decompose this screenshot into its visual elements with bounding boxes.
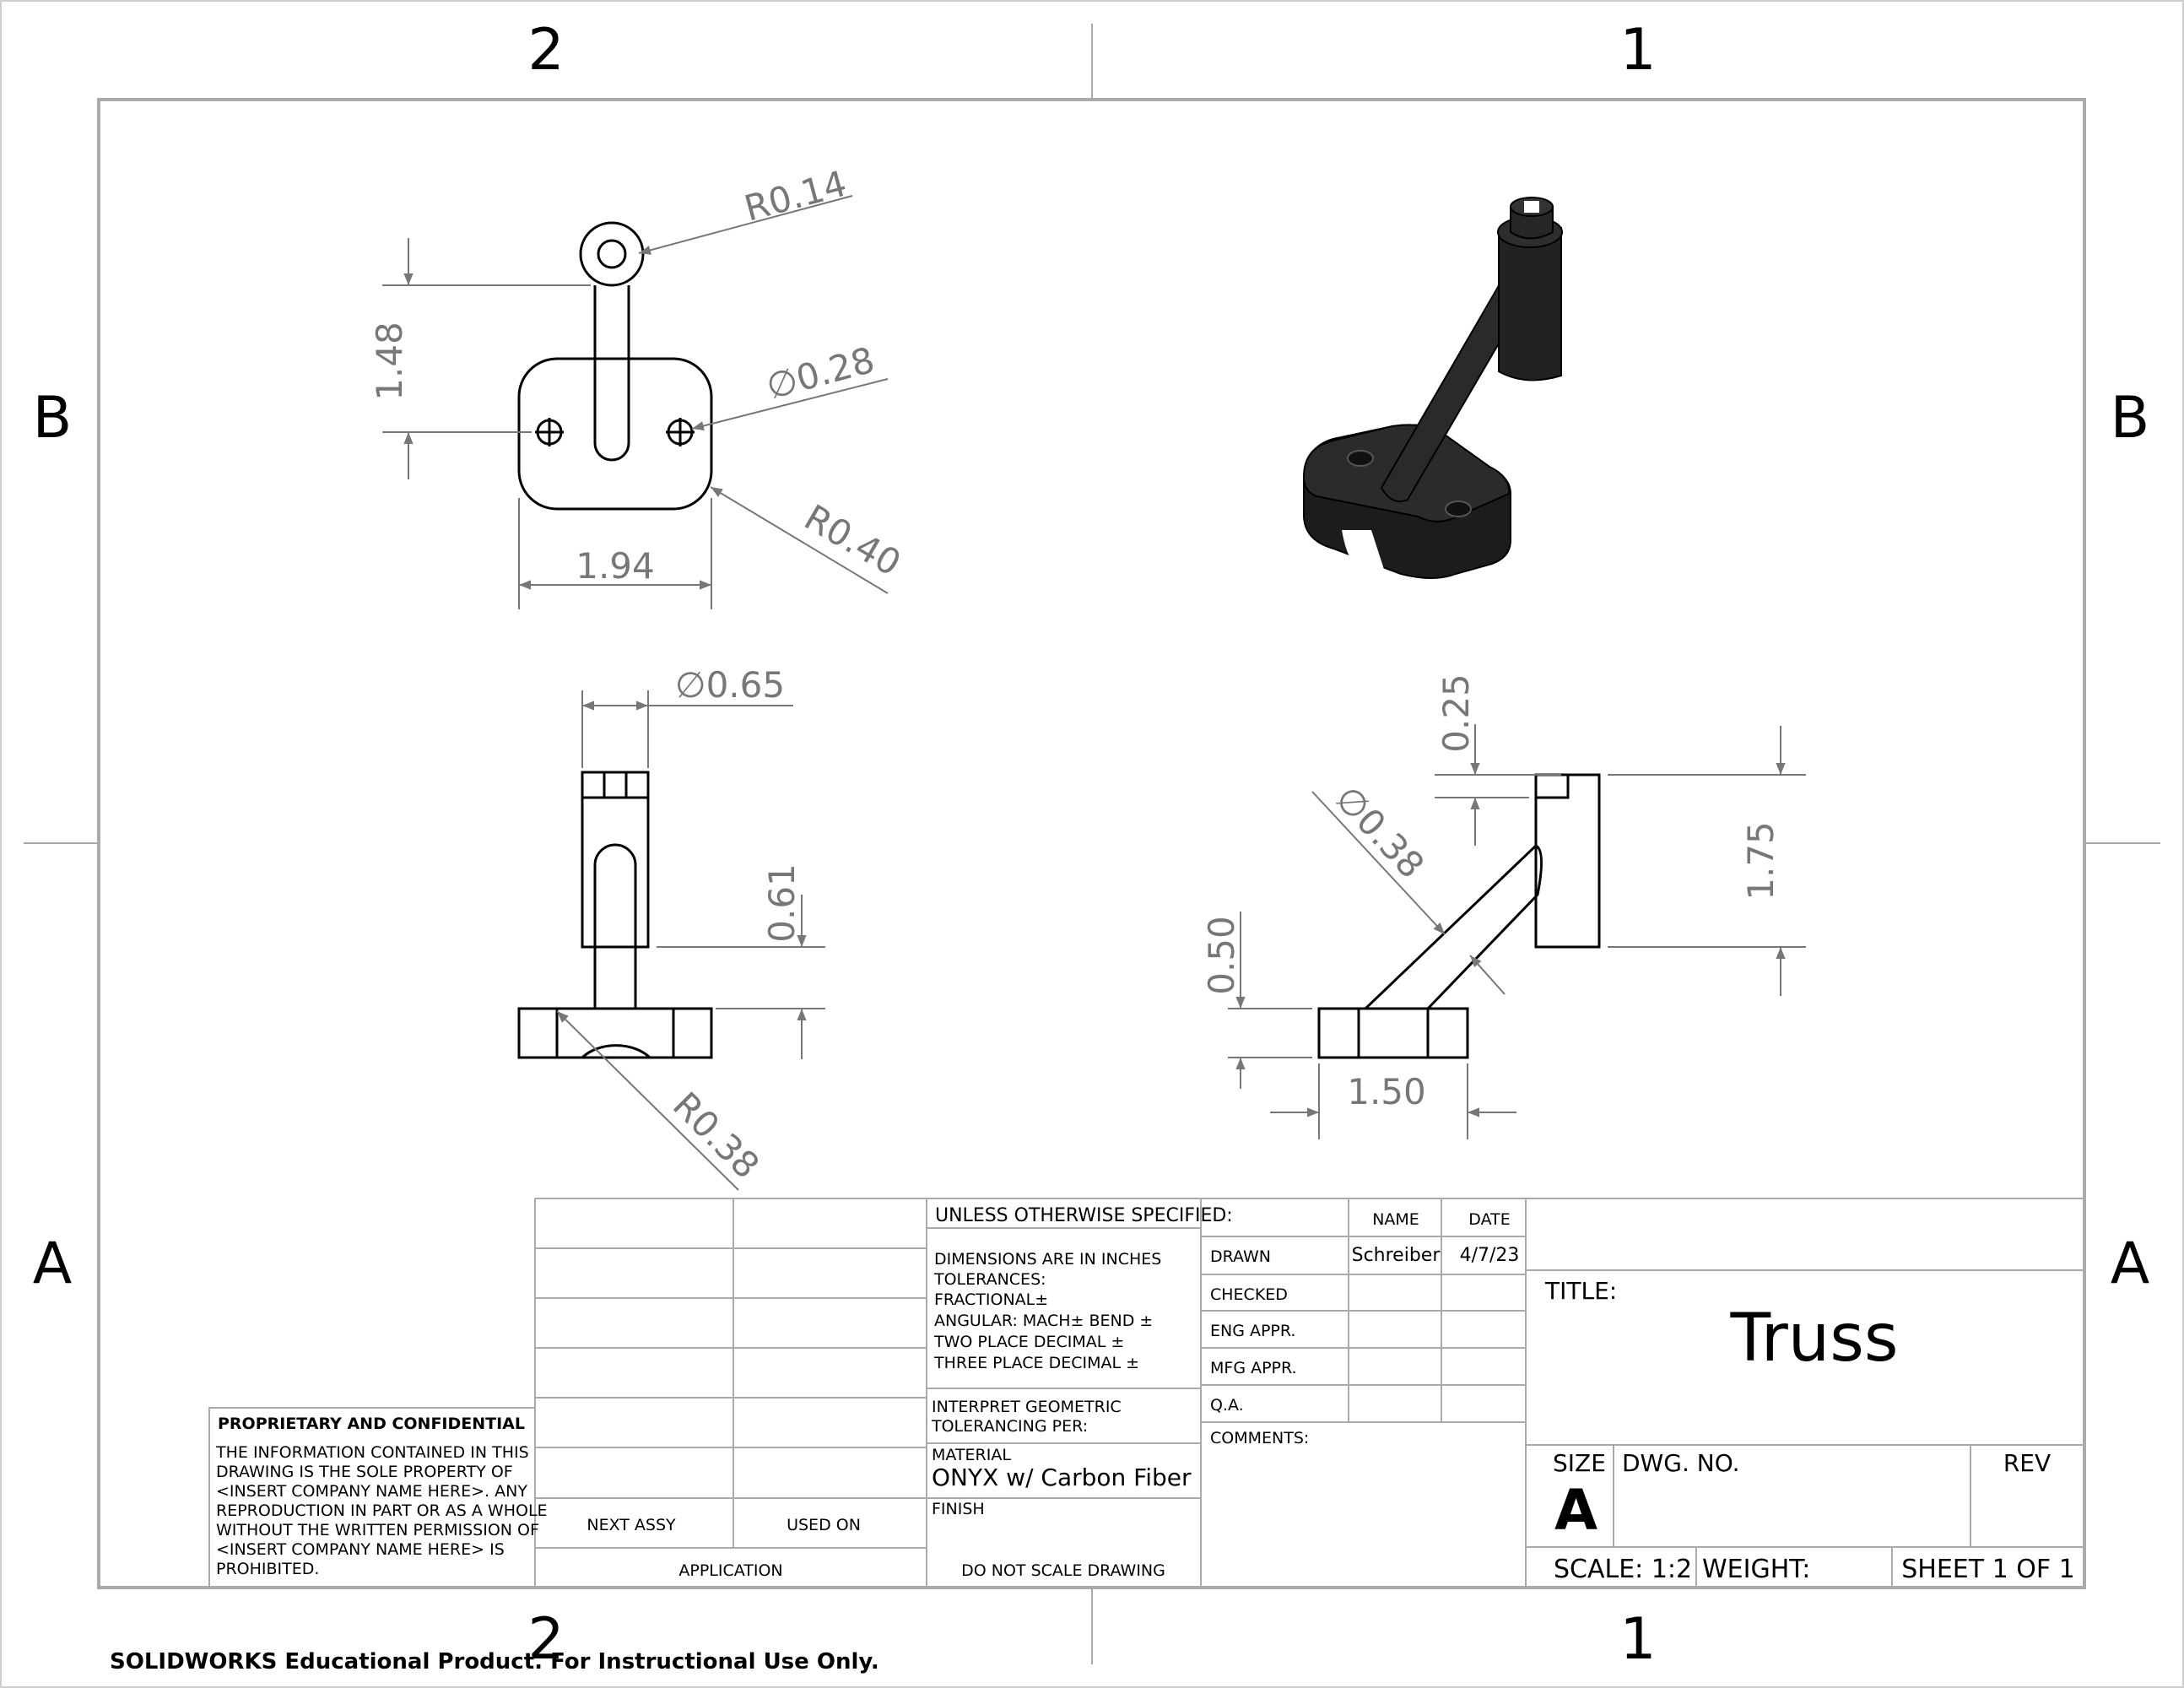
zone-top-1: 1 [1619,17,1656,84]
dim-dia-0-38: ∅0.38 [1327,777,1433,886]
dim-dia-0-28: ∅0.28 [762,339,878,408]
name-header: NAME [1372,1210,1419,1229]
right-view-dimensions: 0.25 1.75 ∅0.38 0.50 1.50 [1201,674,1806,1139]
interpret-line-1: INTERPRET GEOMETRIC [932,1398,1122,1416]
date-header: DATE [1468,1210,1510,1229]
dim-1-94: 1.94 [576,545,655,587]
top-view-dimensions: 1.48 1.94 R0.14 ∅0.28 R0.40 [369,163,908,609]
dim-0-61: 0.61 [761,863,803,943]
sheet-label: SHEET 1 OF 1 [1901,1555,2075,1584]
dim-1-75: 1.75 [1740,821,1781,901]
zone-left-a: A [33,1231,73,1297]
svg-text:PROHIBITED.: PROHIBITED. [216,1560,319,1578]
drawing-title: Truss [1730,1301,1899,1377]
zone-right-a: A [2111,1231,2150,1297]
zone-bottom-1: 1 [1619,1606,1656,1673]
checked-label: CHECKED [1210,1285,1288,1304]
dim-1-50: 1.50 [1347,1071,1426,1112]
unless-specified: UNLESS OTHERWISE SPECIFIED: [935,1205,1233,1226]
zone-left-b: B [33,385,73,452]
tolerance-notes: DIMENSIONS ARE IN INCHES TOLERANCES: FRA… [933,1250,1161,1372]
comments-label: COMMENTS: [1210,1429,1309,1447]
application-label: APPLICATION [678,1561,782,1580]
weight-label: WEIGHT: [1702,1555,1810,1584]
svg-text:REPRODUCTION IN PART OR AS A W: REPRODUCTION IN PART OR AS A WHOLE [216,1501,548,1520]
front-view-dimensions: ∅0.65 0.61 R0.38 [556,664,825,1191]
title-block-grid [208,1198,2084,1588]
dim-0-25: 0.25 [1435,674,1477,753]
svg-text:<INSERT COMPANY NAME HERE>. A: <INSERT COMPANY NAME HERE>. ANY [216,1482,527,1501]
svg-text:ANGULAR: MACH± BEND ±: ANGULAR: MACH± BEND ± [934,1312,1153,1330]
material-value: ONYX w/ Carbon Fiber [932,1463,1192,1491]
size-value: A [1554,1478,1597,1543]
eng-appr-label: ENG APPR. [1210,1322,1295,1340]
next-assy-label: NEXT ASSY [587,1516,676,1534]
title-label: TITLE: [1544,1277,1617,1305]
drawn-name: Schreiber [1352,1245,1441,1266]
dim-r0-38: R0.38 [665,1084,767,1186]
svg-text:THE INFORMATION CONTAINED IN T: THE INFORMATION CONTAINED IN THIS [215,1443,529,1462]
proprietary-title: PROPRIETARY AND CONFIDENTIAL [218,1415,525,1433]
zone-right-b: B [2111,385,2150,452]
educational-footer: SOLIDWORKS Educational Product. For Inst… [110,1649,879,1674]
dim-0-50: 0.50 [1201,916,1242,995]
svg-text:FRACTIONAL±: FRACTIONAL± [934,1290,1048,1309]
size-label: SIZE [1553,1449,1606,1477]
do-not-scale: DO NOT SCALE DRAWING [961,1561,1165,1580]
svg-text:DRAWING IS THE SOLE PROPERTY O: DRAWING IS THE SOLE PROPERTY OF [216,1463,513,1481]
svg-text:<INSERT COMPANY NAME HERE> IS: <INSERT COMPANY NAME HERE> IS [216,1540,505,1559]
material-label: MATERIAL [932,1446,1011,1464]
qa-label: Q.A. [1210,1396,1244,1415]
zone-bottom-2: 2 [527,1606,564,1673]
scale-label: SCALE: 1:2 [1554,1555,1692,1584]
proprietary-text: THE INFORMATION CONTAINED IN THIS DRAWIN… [215,1443,548,1578]
dwg-no-label: DWG. NO. [1622,1449,1740,1477]
dim-dia-0-65: ∅0.65 [675,664,785,706]
isometric-view [1302,197,1563,582]
mfg-appr-label: MFG APPR. [1210,1359,1297,1377]
dim-1-48: 1.48 [369,322,410,401]
finish-label: FINISH [932,1500,985,1518]
drawn-label: DRAWN [1210,1247,1271,1266]
svg-text:TOLERANCES:: TOLERANCES: [933,1270,1046,1289]
dim-r0-14: R0.14 [740,163,851,230]
right-view [1317,773,1601,1059]
used-on-label: USED ON [787,1516,861,1534]
rev-label: REV [2003,1449,2051,1477]
svg-text:WITHOUT THE WRITTEN PERMISSION: WITHOUT THE WRITTEN PERMISSION OF [216,1521,539,1539]
top-view [517,221,713,511]
svg-text:TWO PLACE DECIMAL ±: TWO PLACE DECIMAL ± [933,1333,1124,1351]
drawn-date: 4/7/23 [1460,1245,1520,1266]
front-view [517,771,713,1059]
svg-text:DIMENSIONS ARE IN INCHES: DIMENSIONS ARE IN INCHES [934,1250,1161,1269]
interpret-line-2: TOLERANCING PER: [931,1417,1088,1436]
zone-top-2: 2 [527,17,564,84]
svg-text:THREE PLACE DECIMAL ±: THREE PLACE DECIMAL ± [933,1354,1139,1372]
zone-ticks [24,24,2160,1664]
dim-r0-40: R0.40 [797,496,908,584]
